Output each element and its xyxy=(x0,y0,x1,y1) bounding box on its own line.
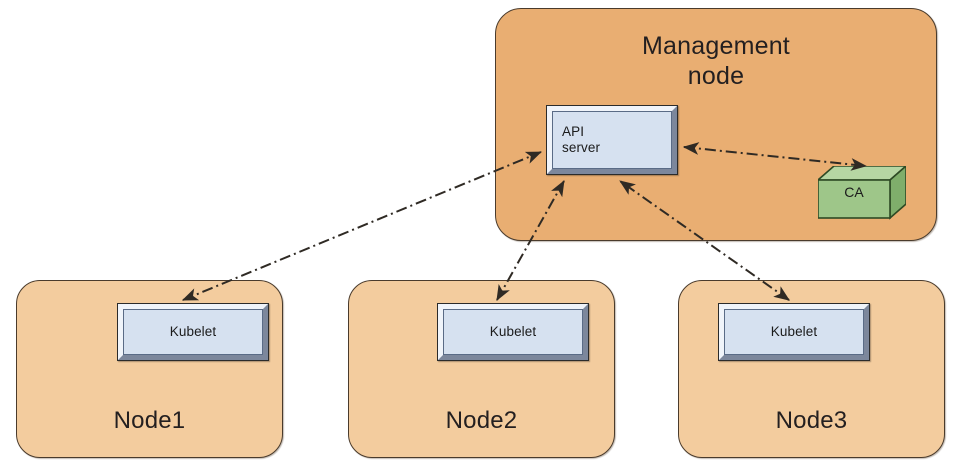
worker-node-label-3: Node3 xyxy=(775,407,848,434)
kubelet-box-3[interactable]: Kubelet xyxy=(718,303,870,361)
kubelet-label-1: Kubelet xyxy=(169,324,217,339)
ca-box[interactable]: CA xyxy=(818,166,906,220)
kubelet-label-2: Kubelet xyxy=(489,324,537,339)
kubelet-inner-3: Kubelet xyxy=(724,309,864,355)
ca-label: CA xyxy=(844,184,864,200)
kubelet-inner-2: Kubelet xyxy=(443,309,583,355)
kubelet-label-3: Kubelet xyxy=(770,324,818,339)
connector-kubelet1-apiserver xyxy=(181,151,542,301)
worker-node-label-1: Node1 xyxy=(113,407,186,434)
api-server-label-line2: server xyxy=(562,140,601,155)
ca-cube-icon xyxy=(818,166,906,220)
api-server-label-line1: API xyxy=(562,124,585,139)
kubelet-inner-1: Kubelet xyxy=(123,309,263,355)
management-node-title-line2: node xyxy=(687,62,745,90)
kubelet-box-2[interactable]: Kubelet xyxy=(437,303,589,361)
management-node-title-line1: Management xyxy=(642,32,790,60)
worker-node-label-2: Node2 xyxy=(445,407,518,434)
kubelet-box-1[interactable]: Kubelet xyxy=(117,303,269,361)
